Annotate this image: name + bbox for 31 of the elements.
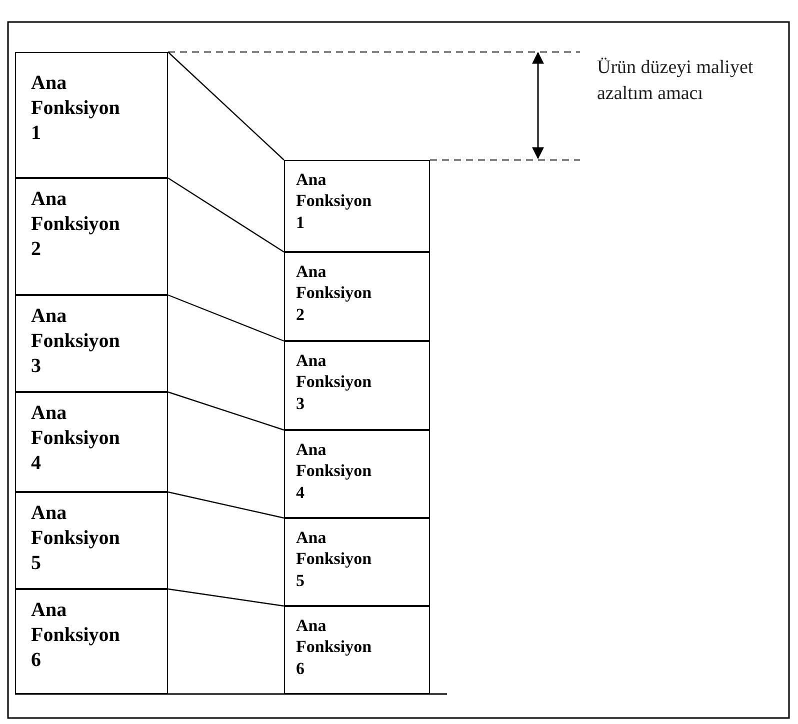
annotation-text: Ürün düzeyi maliyet azaltım amacı (597, 56, 754, 106)
connector-line (168, 588, 284, 607)
function-box (15, 178, 168, 295)
box-label: Ana Fonksiyon 5 (31, 501, 120, 576)
connector-line (168, 391, 284, 431)
function-box (284, 252, 430, 341)
box-label: Ana Fonksiyon 3 (31, 304, 120, 379)
connector-line (168, 294, 284, 342)
box-label: Ana Fonksiyon 2 (31, 187, 120, 262)
function-box (15, 492, 168, 589)
box-label: Ana Fonksiyon 1 (31, 71, 120, 146)
connector-line (168, 491, 284, 519)
box-label: Ana Fonksiyon 5 (296, 527, 372, 591)
connector-line (168, 178, 284, 252)
function-box (284, 518, 430, 606)
function-box (284, 430, 430, 518)
connector-line (168, 52, 284, 160)
function-box (284, 341, 430, 430)
box-label: Ana Fonksiyon 1 (296, 169, 372, 233)
box-label: Ana Fonksiyon 4 (31, 401, 120, 476)
function-box (15, 392, 168, 492)
function-box (15, 52, 168, 178)
function-box (284, 606, 430, 694)
function-box (15, 589, 168, 694)
box-label: Ana Fonksiyon 6 (296, 615, 372, 679)
box-label: Ana Fonksiyon 4 (296, 439, 372, 503)
function-box (15, 295, 168, 392)
box-label: Ana Fonksiyon 6 (31, 598, 120, 673)
box-label: Ana Fonksiyon 2 (296, 261, 372, 325)
function-box (284, 160, 430, 252)
box-label: Ana Fonksiyon 3 (296, 350, 372, 414)
